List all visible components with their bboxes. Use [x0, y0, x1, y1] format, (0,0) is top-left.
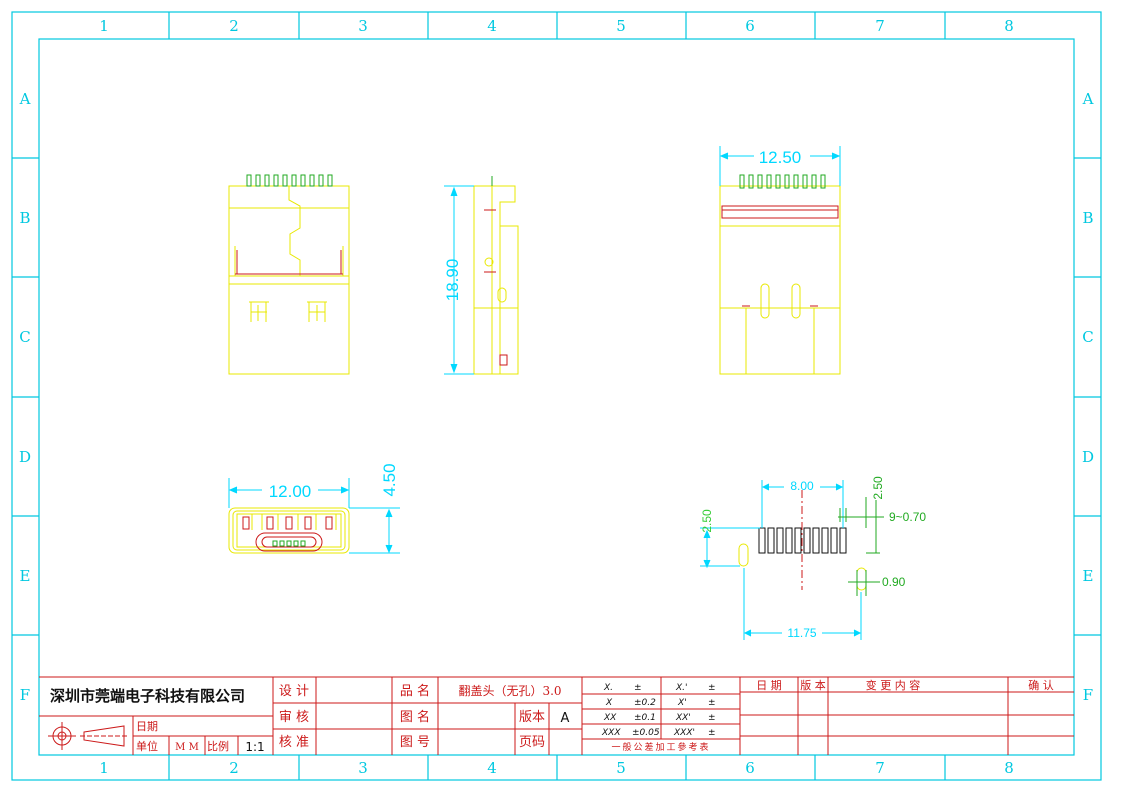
fp-total-label: 11.75	[787, 626, 816, 640]
zone-col-6-top: 6	[745, 17, 755, 35]
tol-row-4-c: XXX'	[673, 728, 695, 738]
page-label: 页码	[519, 735, 545, 750]
zone-row-e-left: E	[20, 567, 31, 585]
unit-value: M M	[175, 742, 199, 753]
fp-left-offset-label: 2.50	[700, 509, 714, 533]
top-view	[228, 174, 350, 375]
tol-row-3-b: ±0.1	[634, 713, 656, 723]
zone-row-a-right: A	[1082, 90, 1094, 108]
scale-label: 比例	[207, 739, 229, 753]
front-width-label: 12.00	[269, 482, 312, 501]
version-label: 版本	[519, 710, 545, 725]
side-height-label: 18.90	[443, 259, 462, 302]
tol-row-4-d: ±	[708, 728, 716, 738]
tol-row-2-a: X	[605, 698, 613, 708]
review-label: 审 核	[279, 710, 309, 725]
zone-row-c-left: C	[19, 328, 30, 346]
tol-row-1-b: ±	[634, 683, 642, 693]
design-label: 设 计	[279, 684, 309, 699]
fp-span-label: 8.00	[790, 479, 814, 493]
zone-col-3-bottom: 3	[358, 759, 368, 777]
fp-hole-label: 0.90	[882, 575, 906, 589]
zone-row-d-right: D	[1082, 448, 1094, 466]
approve-label: 核 准	[279, 735, 309, 750]
zone-col-7-top: 7	[875, 17, 885, 35]
tol-row-4-b: ±0.05	[632, 728, 660, 738]
tol-row-2-c: X'	[677, 698, 687, 708]
zone-col-4-top: 4	[487, 17, 497, 35]
zone-col-5-bottom: 5	[616, 759, 626, 777]
tol-row-3-c: XX'	[675, 713, 691, 723]
underside-width-label: 12.50	[759, 148, 802, 167]
title-block	[39, 676, 1074, 755]
product-label: 品 名	[400, 683, 430, 699]
frame	[11, 11, 1102, 781]
zone-col-4-bottom: 4	[487, 759, 497, 777]
scale-value: 1:1	[245, 740, 264, 754]
zone-labels: 1 2 3 4 5 6 7 8 1 2 3 4 5 6 7 8 A B C D …	[19, 17, 1094, 777]
tol-row-1-a: X.	[603, 683, 613, 693]
underside-width-dimension	[719, 146, 841, 186]
change-date-header: 日 期	[756, 679, 782, 692]
zone-col-5-top: 5	[616, 17, 626, 35]
front-height-label: 4.50	[380, 463, 399, 496]
zone-row-f-right: F	[1083, 686, 1093, 704]
zone-row-b-right: B	[1082, 209, 1093, 227]
side-view	[473, 176, 519, 375]
fp-row-offset-label: 2.50	[871, 476, 885, 500]
projection-symbol-icon	[48, 722, 128, 750]
company-name: 深圳市莞端电子科技有限公司	[50, 687, 245, 705]
front-view	[228, 507, 350, 554]
zone-row-e-right: E	[1083, 567, 1094, 585]
unit-label: 单位	[136, 739, 158, 753]
fp-pad-spec-label: 9~0.70	[889, 510, 926, 524]
pcb-footprint	[738, 490, 867, 591]
tolerance-note: 一般公差加工參考表	[611, 741, 710, 753]
zone-col-7-bottom: 7	[875, 759, 885, 777]
drawing-no-label: 图 号	[400, 735, 430, 750]
change-confirm-header: 确 认	[1028, 679, 1054, 692]
zone-col-3-top: 3	[358, 17, 368, 35]
tol-row-2-d: ±	[708, 698, 716, 708]
zone-col-2-bottom: 2	[229, 759, 239, 777]
change-version-header: 版 本	[800, 678, 826, 692]
zone-col-6-bottom: 6	[745, 759, 755, 777]
zone-col-8-bottom: 8	[1004, 759, 1014, 777]
zone-row-b-left: B	[19, 209, 30, 227]
zone-col-2-top: 2	[229, 17, 239, 35]
change-content-header: 变 更 内 容	[866, 678, 921, 692]
zone-row-c-right: C	[1082, 328, 1093, 346]
zone-row-f-left: F	[20, 686, 30, 704]
tol-row-2-b: ±0.2	[634, 698, 656, 708]
zone-col-8-top: 8	[1004, 17, 1014, 35]
zone-col-1-top: 1	[99, 17, 109, 35]
tol-row-3-a: XX	[603, 713, 617, 723]
version-value: A	[561, 711, 570, 726]
tol-row-3-d: ±	[708, 713, 716, 723]
zone-row-d-left: D	[19, 448, 31, 466]
front-dimensions	[228, 478, 400, 554]
tol-row-1-c: X.'	[675, 683, 688, 693]
tolerance-table: X. ± X.' ± X ±0.2 X' ± XX ±0.1 XX' ± XXX…	[601, 683, 716, 753]
product-value: 翻盖头（无孔）3.0	[458, 684, 561, 698]
tol-row-1-d: ±	[708, 683, 716, 693]
drawing-name-label: 图 名	[400, 709, 430, 725]
zone-col-1-bottom: 1	[99, 759, 109, 777]
side-height-dimension	[444, 185, 474, 375]
underside-view	[719, 174, 841, 375]
date-label: 日期	[136, 720, 158, 733]
footprint-dimensions	[700, 480, 884, 640]
tol-row-4-a: XXX	[601, 728, 621, 738]
zone-row-a-left: A	[19, 90, 31, 108]
